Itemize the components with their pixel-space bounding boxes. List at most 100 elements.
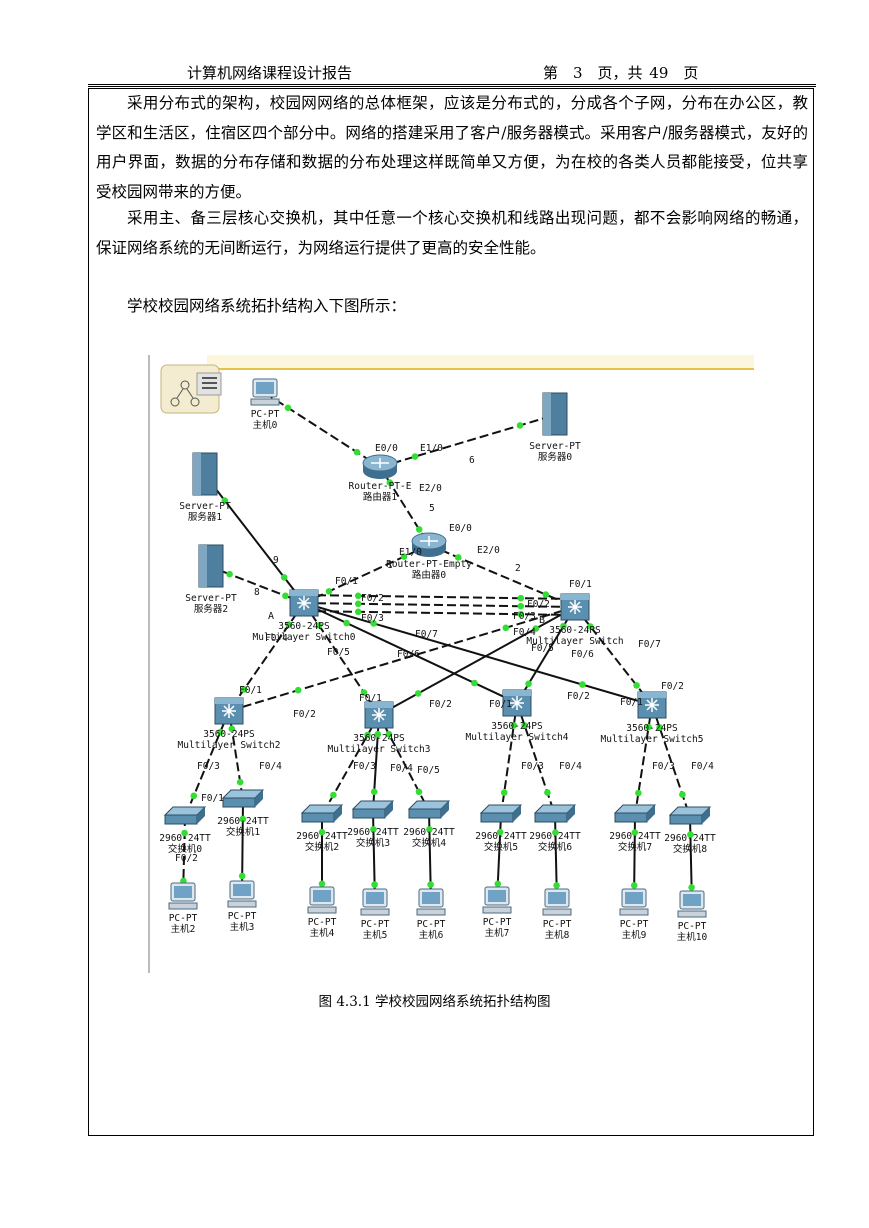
device-label: 主机6: [419, 929, 444, 941]
port-label: 8: [254, 587, 260, 598]
core-tag: B: [539, 615, 545, 626]
link-status-dot: [221, 497, 229, 504]
link-msA-msB: [303, 602, 576, 608]
port-label: F0/3: [521, 761, 544, 772]
link-msB-ms4: [516, 606, 576, 704]
port-label: F0/1: [335, 576, 358, 587]
port-label: F0/1: [620, 697, 643, 708]
device-label: 交换机4: [412, 837, 447, 849]
link-status-dot: [502, 624, 510, 632]
port-label: F0/1: [359, 693, 382, 704]
device-label: 3560-24PS: [491, 721, 543, 732]
device-label: PC-PT: [251, 409, 280, 420]
port-label: 2: [515, 563, 521, 574]
port-label: F0/2: [661, 681, 684, 692]
port-label: F0/6: [571, 649, 594, 660]
link-status-dot: [238, 872, 246, 880]
device-label: PC-PT: [228, 911, 257, 922]
link-msB-ms5: [574, 606, 653, 706]
device-label: Multilayer Switch2: [178, 740, 281, 751]
device-label: 服务器2: [194, 603, 228, 615]
topology-diagram: PC-PT主机0Server-PT服务器0Router-PT-E路由器1Serv…: [147, 355, 754, 975]
link-status-dot: [190, 792, 198, 800]
link-msA-msB: [303, 594, 576, 600]
link-status-dot: [282, 592, 289, 600]
link-status-dot: [318, 828, 326, 836]
device-label: 3560-24PS: [626, 723, 678, 734]
link-status-dot: [240, 686, 248, 693]
port-label: F0/3: [197, 761, 220, 772]
port-label: F0/4: [513, 627, 536, 638]
device-label: 2960-24TT: [475, 831, 527, 842]
link-status-dot: [354, 592, 362, 600]
link-srv1-msA: [204, 474, 305, 604]
link-msA-ms4: [303, 602, 518, 704]
link-status-dot: [386, 479, 394, 486]
link-status-dot: [280, 574, 288, 581]
port-label: F0/4: [691, 761, 714, 772]
logical-view-icon[interactable]: [160, 364, 222, 414]
device-label: 2960-24TT: [664, 833, 716, 844]
link-status-dot: [542, 591, 550, 598]
port-label: E1/0: [420, 443, 443, 454]
link-status-dot: [415, 526, 423, 533]
link-status-dot: [236, 778, 244, 786]
link-status-dot: [370, 620, 377, 627]
device-label: PC-PT: [483, 917, 512, 928]
link-status-dot: [216, 728, 224, 736]
device-label: 交换机2: [305, 841, 339, 853]
port-label: F0/2: [293, 709, 316, 720]
device-label: 交换机0: [168, 843, 203, 855]
port-label: F0/4: [265, 633, 288, 644]
device-label: PC-PT: [361, 919, 390, 930]
port-label: 9: [273, 555, 279, 566]
link-status-dot: [552, 829, 559, 836]
link-status-dot: [315, 622, 323, 629]
link-msB-ms2: [228, 606, 576, 712]
device-label: 服务器0: [538, 451, 573, 463]
device-label: Multilayer Switch5: [601, 734, 704, 745]
link-msA-ms5: [303, 602, 653, 706]
port-label: 1: [387, 560, 393, 571]
link-status-dot: [385, 730, 393, 738]
link-ms3-sw2: [321, 714, 380, 816]
link-r0-msB: [428, 544, 576, 608]
link-status-dot: [500, 789, 508, 796]
device-label: PC-PT: [417, 919, 446, 930]
device-label: 主机10: [677, 931, 708, 943]
device-label: 主机3: [230, 921, 255, 933]
link-status-dot: [318, 880, 326, 888]
toolbar-strip: [207, 355, 754, 369]
